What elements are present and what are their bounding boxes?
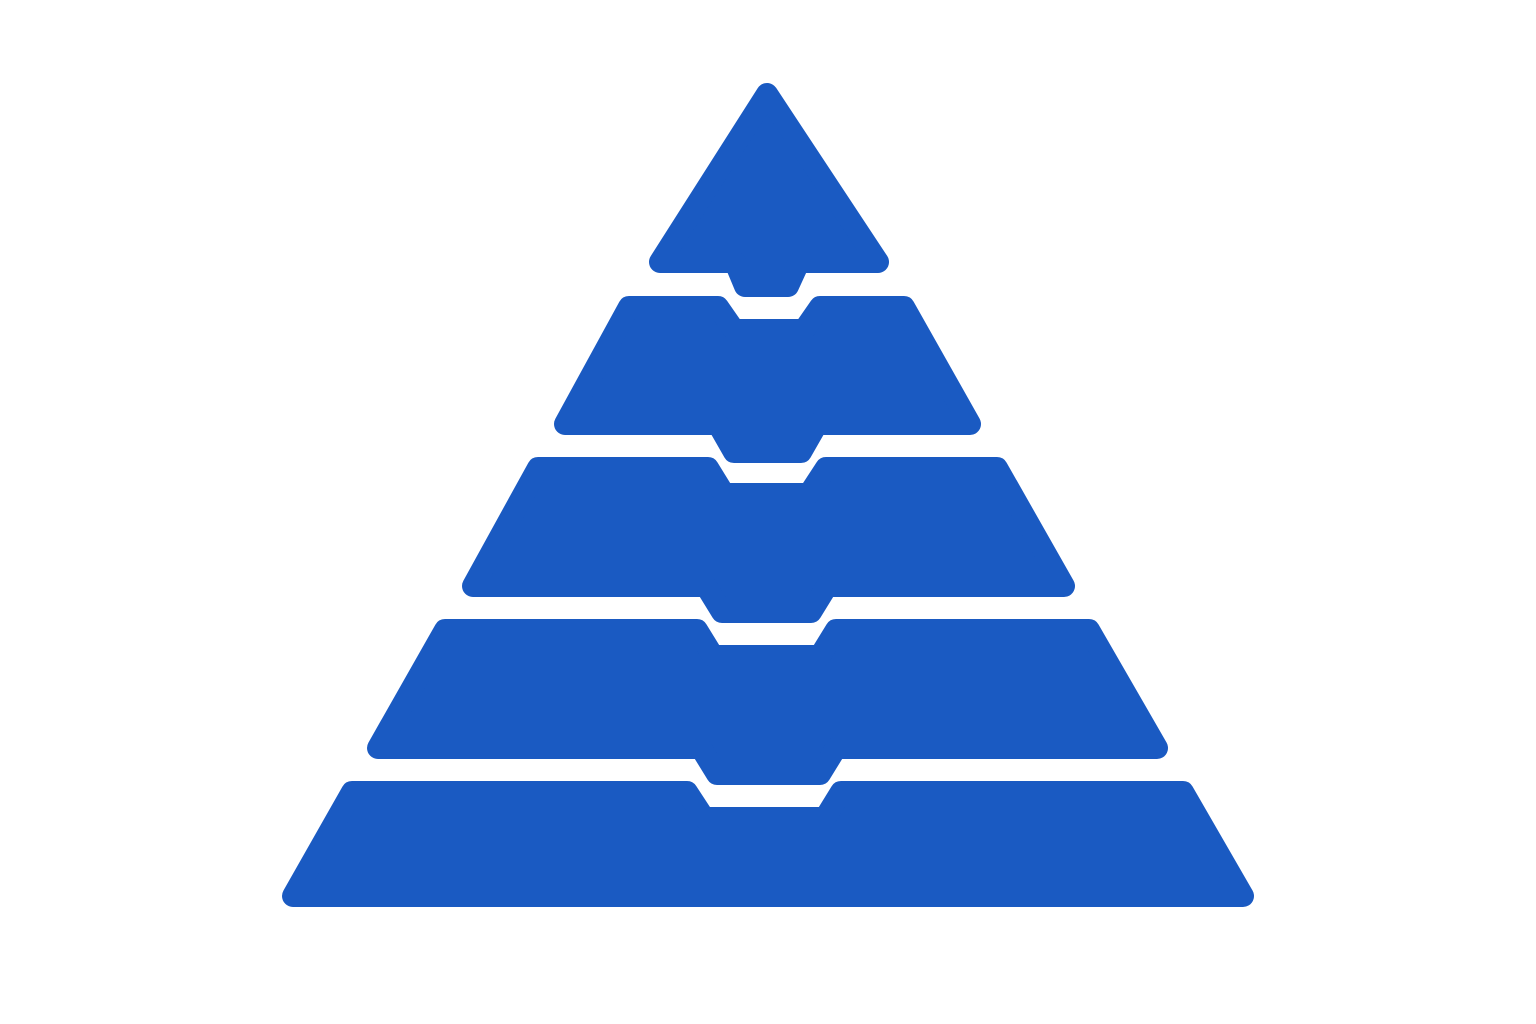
pyramid-layer-1: [649, 83, 889, 297]
pyramid-layer-2: [554, 296, 981, 463]
pyramid-layer-5: [282, 781, 1254, 907]
pyramid-layers: [282, 83, 1254, 907]
pyramid-layer-3: [462, 457, 1075, 623]
pyramid-layer-4: [367, 619, 1168, 785]
